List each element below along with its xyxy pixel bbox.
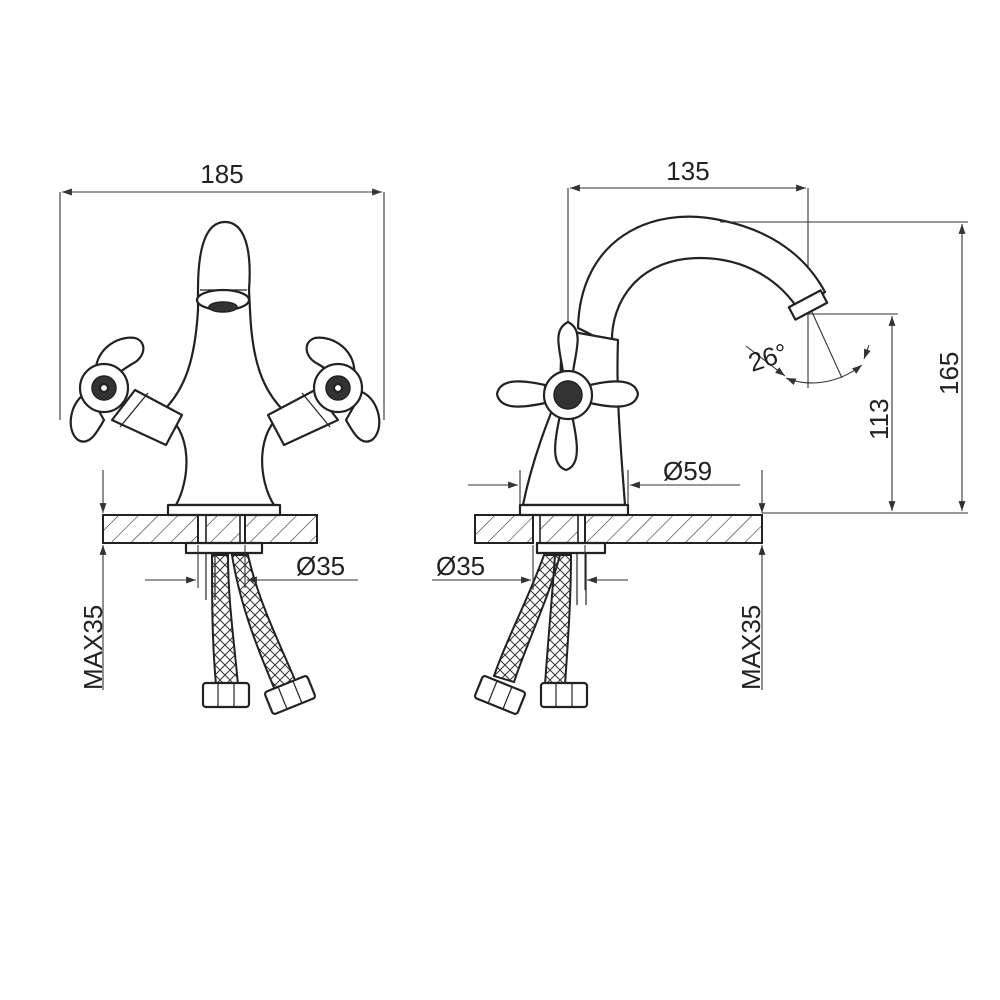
side-view: 135 Ø59 [432, 156, 968, 715]
dimension-label-113: 113 [864, 399, 894, 440]
front-left-cross-handle [69, 336, 145, 443]
dimension-spout-height-113: 113 [762, 313, 898, 514]
dimension-label-135: 135 [666, 156, 709, 186]
side-hose-nut-right [539, 681, 589, 709]
dimension-label-165: 165 [934, 352, 964, 395]
front-hose-nut-right [263, 675, 317, 715]
front-aerator-hole [208, 301, 238, 313]
side-hose-left [492, 554, 562, 684]
front-right-cross-handle [305, 336, 381, 443]
front-lock-nut [184, 541, 264, 555]
dimension-max-front: MAX35 [78, 470, 108, 690]
dimension-width-185: 185 [59, 159, 385, 420]
front-hose-right [230, 554, 297, 692]
dimension-label-base-diameter: Ø59 [663, 456, 712, 486]
dimension-total-height-165: 165 [720, 221, 968, 514]
front-shank [205, 514, 241, 544]
front-view: 185 [59, 159, 385, 715]
dimension-base-diameter: Ø59 [468, 456, 740, 505]
dimension-hole-side: Ø35 [432, 545, 628, 590]
dimension-spout-angle: 26° [745, 311, 871, 388]
dimension-label-max-front: MAX35 [78, 605, 108, 690]
side-base-flange [518, 503, 630, 517]
dimension-label-185: 185 [200, 159, 243, 189]
side-hose-nut-left [473, 675, 527, 715]
front-countertop-right [244, 514, 318, 544]
side-countertop-right [584, 514, 763, 544]
dimension-max-side: MAX35 [736, 470, 766, 690]
side-cross-handle [495, 320, 640, 472]
side-spout [576, 215, 827, 347]
front-spout-body [160, 220, 287, 507]
front-hose-left [210, 554, 240, 686]
front-countertop-left [102, 514, 199, 544]
front-hose-nut-left [201, 681, 251, 709]
dimension-label-max-side: MAX35 [736, 605, 766, 690]
dimension-label-hole-front: Ø35 [296, 551, 345, 581]
front-left-valve-body [110, 388, 184, 447]
front-base-flange [166, 503, 282, 517]
dimension-hole-front: Ø35 [145, 545, 358, 588]
side-countertop-left [474, 514, 534, 544]
side-lock-nut [535, 541, 607, 555]
side-aerator [787, 289, 829, 321]
side-shank [539, 514, 579, 544]
dimension-label-hole-side: Ø35 [436, 551, 485, 581]
dimension-label-angle: 26° [745, 337, 792, 378]
